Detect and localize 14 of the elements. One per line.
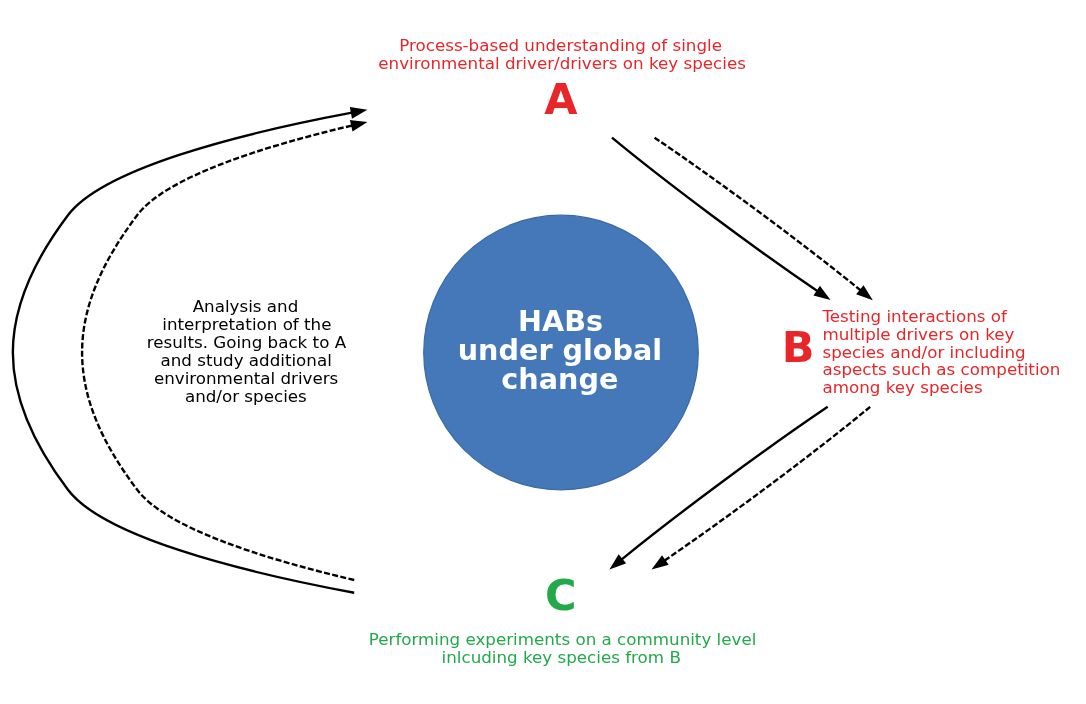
node-text: B bbox=[781, 321, 815, 372]
node-text: A bbox=[544, 72, 578, 123]
arrow bbox=[81, 119, 368, 581]
arrow bbox=[611, 136, 831, 300]
node-label: Testing interactions of multiple drivers on key species and/or including aspects such as competition among key species bbox=[822, 305, 1061, 397]
arrow bbox=[609, 405, 829, 569]
node-label: Process-based understanding of single environmental driver/drivers on key species bbox=[378, 34, 746, 73]
arrow bbox=[11, 106, 368, 594]
arrow bbox=[651, 405, 871, 569]
arrow bbox=[653, 136, 873, 300]
node-label: Performing experiments on a community level inlcuding key species from B bbox=[368, 628, 757, 667]
node-circle: HABs under global change bbox=[423, 214, 699, 490]
node-text: C bbox=[544, 569, 577, 620]
label: Analysis and interpretation of the results. Going back to A and study additional environmental drivers and/or species bbox=[146, 295, 347, 406]
